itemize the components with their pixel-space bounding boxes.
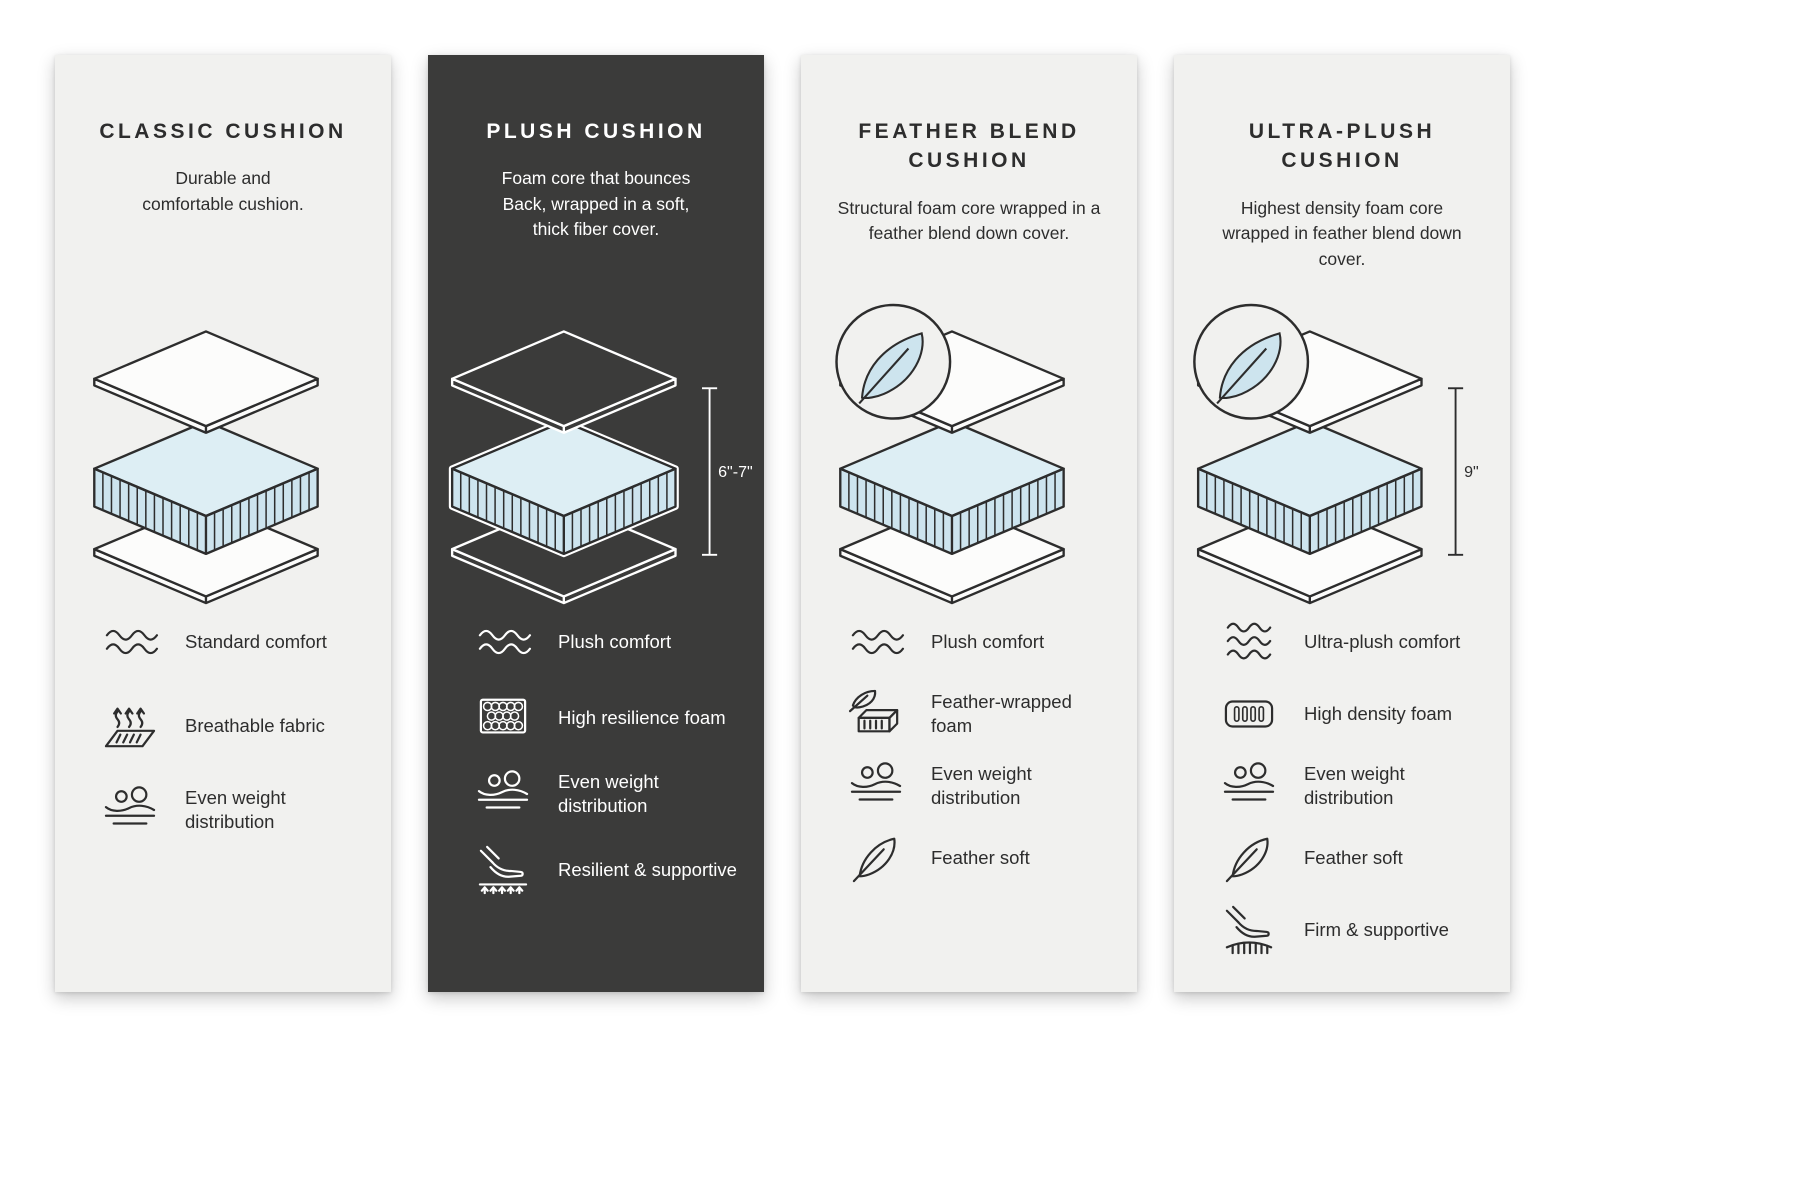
dimension-label: 6"-7" xyxy=(718,463,753,481)
feature-label: Breathable fabric xyxy=(185,715,325,737)
feather-icon xyxy=(845,833,907,883)
cushion-diagram xyxy=(64,303,382,606)
card-description: Durable and comfortable cushion. xyxy=(142,168,304,214)
honeycomb-icon xyxy=(472,693,534,743)
card-title: CLASSIC CUSHION xyxy=(99,120,347,143)
feature-item: Feather soft xyxy=(845,833,1123,883)
feature-list: Ultra-plush comfort High density foam Ev… xyxy=(1218,617,1496,977)
feature-item: Standard comfort xyxy=(99,617,377,667)
feather-quill xyxy=(1216,347,1268,405)
weight-distribution-icon xyxy=(845,761,907,811)
height-dimension-marker: 9" xyxy=(1448,387,1479,556)
feature-item: High density foam xyxy=(1218,689,1496,739)
feature-label: Plush comfort xyxy=(558,631,672,653)
card-description: Highest density foam core wrapped in fea… xyxy=(1222,197,1462,269)
card-classic-cushion: CLASSIC CUSHION Durable and comfortable … xyxy=(55,55,391,992)
feature-label: Ultra-plush comfort xyxy=(1304,631,1461,653)
feature-label: Resilient & supportive xyxy=(558,859,737,881)
feature-label: Even weight distribution xyxy=(185,787,286,832)
feature-label: Feather soft xyxy=(1304,847,1403,869)
feature-item: Resilient & supportive xyxy=(472,845,750,895)
density-foam-icon xyxy=(1218,689,1280,739)
firm-icon xyxy=(1218,905,1280,955)
cushion-layers-illustration: 9" xyxy=(1183,303,1501,606)
feature-label: Firm & supportive xyxy=(1304,919,1449,941)
waves-icon xyxy=(845,617,907,667)
cushion-diagram xyxy=(835,303,1128,606)
card-description: Foam core that bounces Back, wrapped in … xyxy=(501,168,691,240)
feature-label: Even weight distribution xyxy=(558,771,659,816)
feather-foam-icon xyxy=(845,689,907,739)
card-plush-cushion: PLUSH CUSHION Foam core that bounces Bac… xyxy=(428,55,764,992)
height-dimension-marker: 6"-7" xyxy=(702,387,753,556)
waves-icon xyxy=(99,617,161,667)
waves-icon xyxy=(472,617,534,667)
feature-list: Standard comfort Breathable fabric Even … xyxy=(99,617,377,869)
feature-item: Even weight distribution xyxy=(472,769,750,819)
feature-label: Feather soft xyxy=(931,847,1030,869)
feather-quill xyxy=(858,347,910,405)
cushion-layers-illustration xyxy=(64,303,382,606)
waves3-icon xyxy=(1218,617,1280,667)
dimension-label: 9" xyxy=(1464,463,1479,481)
feature-label: Even weight distribution xyxy=(931,763,1032,808)
feature-label: Feather-wrapped foam xyxy=(931,691,1072,736)
feather-badge xyxy=(1193,303,1310,420)
cushion-diagram: 9" xyxy=(1193,303,1479,606)
card-ultra-plush-cushion: ULTRA-PLUSH CUSHION Highest density foam… xyxy=(1174,55,1510,992)
feature-item: Even weight distribution xyxy=(99,785,377,835)
breathable-icon xyxy=(99,701,161,751)
feature-item: Plush comfort xyxy=(472,617,750,667)
feature-item: Even weight distribution xyxy=(1218,761,1496,811)
card-title: FEATHER BLEND CUSHION xyxy=(858,120,1080,173)
cushion-layers-illustration xyxy=(810,303,1128,606)
feature-item: Feather soft xyxy=(1218,833,1496,883)
feature-item: Ultra-plush comfort xyxy=(1218,617,1496,667)
feature-label: Standard comfort xyxy=(185,631,327,653)
feature-item: Firm & supportive xyxy=(1218,905,1496,955)
weight-distribution-icon xyxy=(1218,761,1280,811)
cushion-layers-illustration: 6"-7" xyxy=(437,303,755,606)
weight-distribution-icon xyxy=(99,785,161,835)
card-title: ULTRA-PLUSH CUSHION xyxy=(1248,120,1436,173)
card-row: CLASSIC CUSHION Durable and comfortable … xyxy=(55,55,1510,992)
feather-icon xyxy=(1218,833,1280,883)
card-description: Structural foam core wrapped in a feathe… xyxy=(837,197,1101,244)
feature-item: High resilience foam xyxy=(472,693,750,743)
card-feather-blend-cushion: FEATHER BLEND CUSHION Structural foam co… xyxy=(801,55,1137,992)
feature-list: Plush comfort High resilience foam Even … xyxy=(472,617,750,921)
weight-distribution-icon xyxy=(472,769,534,819)
feature-item: Breathable fabric xyxy=(99,701,377,751)
feature-label: High resilience foam xyxy=(558,707,726,729)
feature-item: Feather-wrapped foam xyxy=(845,689,1123,739)
feature-item: Plush comfort xyxy=(845,617,1123,667)
feather-badge xyxy=(835,303,952,420)
feature-label: High density foam xyxy=(1304,703,1453,725)
resilient-icon xyxy=(472,845,534,895)
feature-label: Even weight distribution xyxy=(1304,763,1405,808)
card-title: PLUSH CUSHION xyxy=(486,120,706,143)
feature-label: Plush comfort xyxy=(931,631,1045,653)
feature-item: Even weight distribution xyxy=(845,761,1123,811)
cushion-diagram: 6"-7" xyxy=(437,303,753,606)
feature-list: Plush comfort Feather-wrapped foam Even … xyxy=(845,617,1123,905)
